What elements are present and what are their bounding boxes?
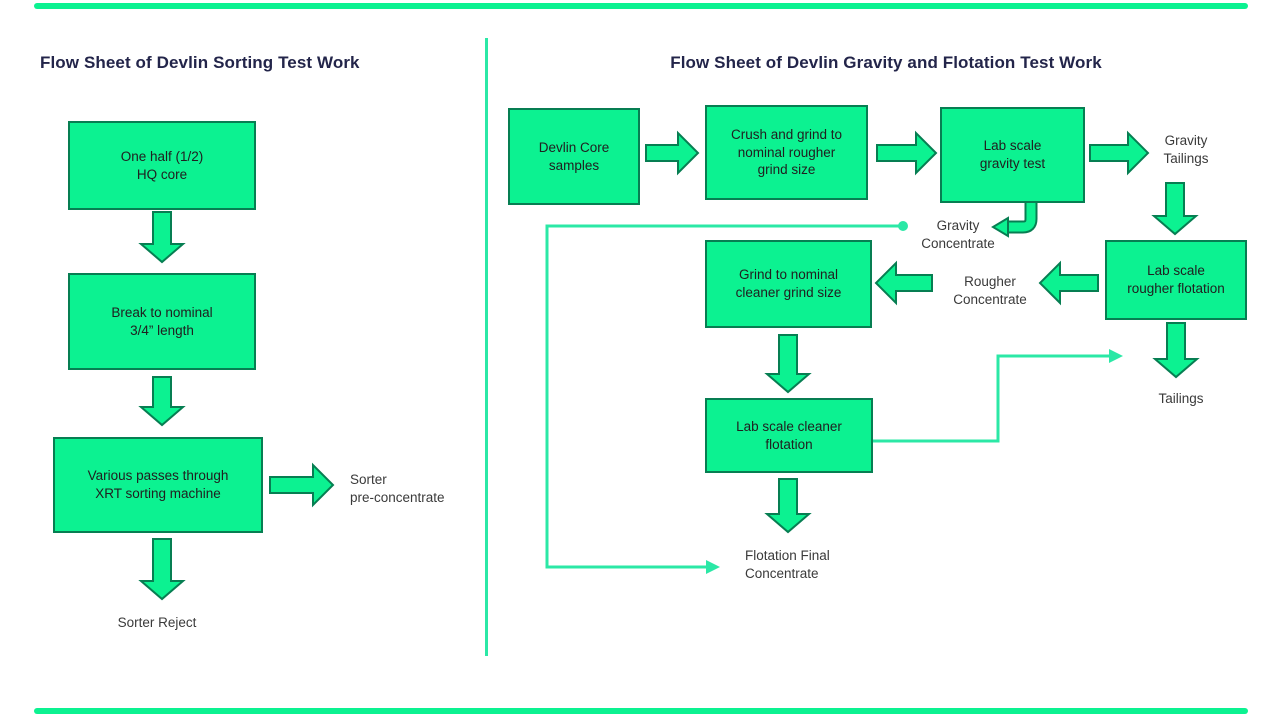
- label-sorter-pre-concentrate: Sorter pre-concentrate: [350, 472, 445, 506]
- flow-box-xrt-sorting-machine: Various passes through XRT sorting machi…: [53, 437, 263, 533]
- cleaner-tails-connector-line: [873, 354, 1110, 443]
- label-gravity-tailings: Gravity Tailings: [1163, 133, 1209, 167]
- flow-box-lab-scale-cleaner-flotation: Lab scale cleaner flotation: [705, 398, 873, 473]
- label-gravity-concentrate: Gravity Concentrate: [921, 218, 995, 252]
- label-flotation-final-concentrate: Flotation Final Concentrate: [745, 548, 830, 582]
- flow-box-crush-and-grind: Crush and grind to nominal rougher grind…: [705, 105, 868, 200]
- top-accent-bar: [34, 3, 1248, 9]
- arrow-left-icon: [874, 260, 933, 306]
- arrow-left-icon: [1038, 260, 1099, 306]
- connector-arrowhead-icon: [1109, 349, 1123, 363]
- flow-box-break-to-nominal-length: Break to nominal 3/4” length: [68, 273, 256, 370]
- gravity-concentrate-connector-line: [545, 224, 903, 569]
- arrow-down-icon: [764, 478, 812, 534]
- label-rougher-concentrate: Rougher Concentrate: [953, 274, 1027, 308]
- arrow-down-icon: [1152, 322, 1200, 379]
- flow-box-grind-to-cleaner-size: Grind to nominal cleaner grind size: [705, 240, 872, 328]
- arrow-right-icon: [1089, 130, 1150, 176]
- arrow-bent-left-head-icon: [991, 216, 1009, 238]
- arrow-right-icon: [645, 130, 700, 176]
- arrow-down-icon: [1151, 182, 1199, 236]
- right-flow-title: Flow Sheet of Devlin Gravity and Flotati…: [670, 53, 1102, 72]
- arrow-down-icon: [138, 376, 186, 427]
- flow-box-one-half-hq-core: One half (1/2) HQ core: [68, 121, 256, 210]
- arrow-down-icon: [764, 334, 812, 394]
- connector-arrowhead-icon: [706, 560, 720, 574]
- bottom-accent-bar: [34, 708, 1248, 714]
- flow-box-devlin-core-samples: Devlin Core samples: [508, 108, 640, 205]
- flow-box-lab-scale-gravity-test: Lab scale gravity test: [940, 107, 1085, 203]
- arrow-right-icon: [269, 462, 335, 508]
- arrow-right-icon: [876, 130, 938, 176]
- label-sorter-reject: Sorter Reject: [117, 615, 197, 630]
- flow-box-lab-scale-rougher-flotation: Lab scale rougher flotation: [1105, 240, 1247, 320]
- arrow-bent-left-icon: [1008, 198, 1036, 232]
- arrow-down-icon: [138, 538, 186, 601]
- left-flow-title: Flow Sheet of Devlin Sorting Test Work: [40, 53, 360, 72]
- arrow-down-icon: [138, 211, 186, 264]
- connector-dot-icon: [898, 221, 908, 231]
- label-tailings: Tailings: [1158, 391, 1204, 406]
